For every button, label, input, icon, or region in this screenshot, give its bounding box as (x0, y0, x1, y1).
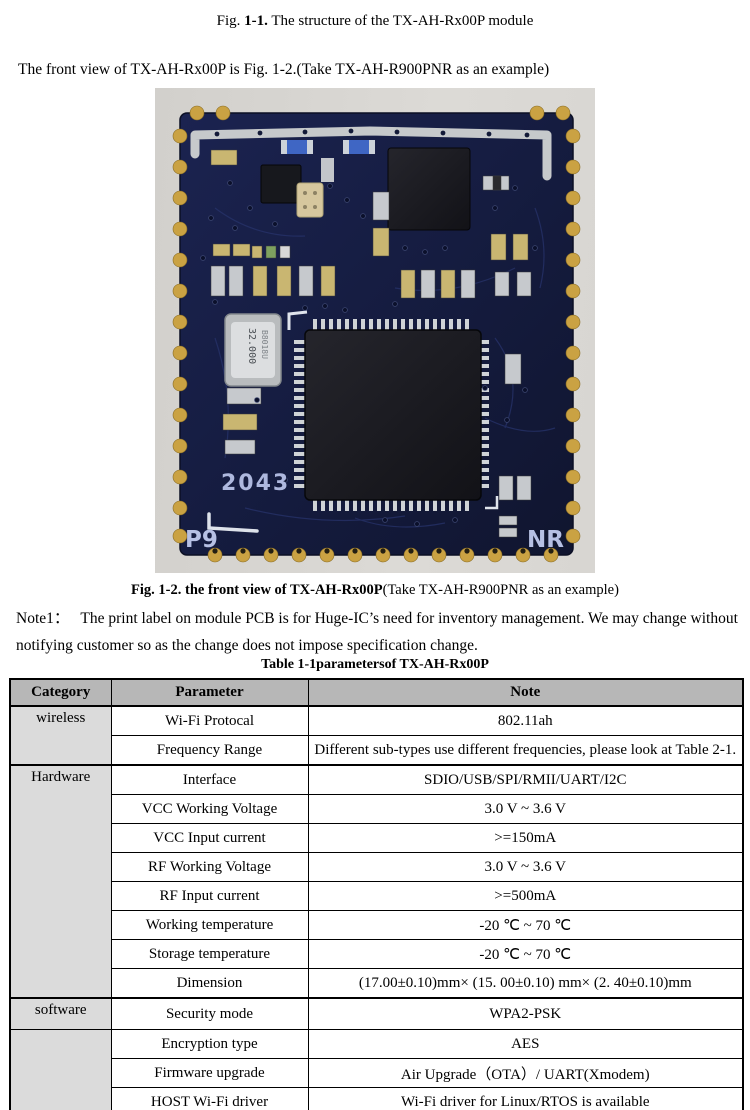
note-cell: -20 ℃ ~ 70 ℃ (307, 910, 744, 940)
header-category: Category (9, 678, 112, 707)
parameter-cell: Dimension (110, 968, 309, 999)
castellation-pads-top (189, 105, 571, 121)
smd-passives (210, 149, 532, 538)
note-paragraph: Note1：The print label on module PCB is f… (16, 606, 738, 659)
silkscreen-bracket (207, 512, 259, 533)
table-row: software Security mode WPA2-PSK (9, 997, 744, 1030)
fig1-caption: Fig. 1-1. The structure of the TX-AH-Rx0… (0, 13, 750, 30)
parameter-cell: Frequency Range (110, 735, 309, 766)
fig1-caption-post: The structure of the TX-AH-Rx00P module (267, 13, 534, 29)
beige-component (296, 182, 324, 218)
silkscreen-nr-label: NR (527, 527, 564, 553)
note-cell: 802.11ah (307, 705, 744, 736)
note-cell: (17.00±0.10)mm× (15. 00±0.10) mm× (2. 40… (307, 968, 744, 999)
header-note: Note (307, 678, 744, 707)
crystal-label: 32.000 (246, 328, 257, 364)
parameter-cell: Firmware upgrade (110, 1058, 309, 1088)
table-row: RF Input current >=500mA (10, 881, 744, 911)
note-cell: 3.0 V ~ 3.6 V (307, 794, 744, 824)
castellation-pads-right (565, 128, 581, 544)
category-cell-empty (9, 1029, 112, 1110)
fig1-caption-pre: Fig. (216, 13, 245, 29)
table-row: Frequency Range Different sub-types use … (10, 735, 744, 766)
table-row: VCC Input current >=150mA (10, 823, 744, 853)
parameter-cell: Working temperature (110, 910, 309, 940)
castellation-pads-bottom (207, 547, 559, 563)
silkscreen-date-label: 2043 (221, 471, 290, 496)
parameter-cell: VCC Working Voltage (110, 794, 309, 824)
intro-text: The front view of TX-AH-Rx00P is Fig. 1-… (18, 61, 550, 78)
note-cell: SDIO/USB/SPI/RMII/UART/I2C (307, 764, 744, 795)
silkscreen-p9-label: P9 (185, 527, 218, 553)
note-cell: 3.0 V ~ 3.6 V (307, 852, 744, 882)
table-caption: Table 1-1parametersof TX-AH-Rx00P (261, 657, 489, 672)
table-row: Storage temperature -20 ℃ ~ 70 ℃ (10, 939, 744, 969)
parameter-cell: VCC Input current (110, 823, 309, 853)
note-cell: Different sub-types use different freque… (307, 735, 744, 766)
table-row: Firmware upgrade Air Upgrade（OTA）/ UART(… (10, 1058, 744, 1088)
table-row: HOST Wi-Fi driver Wi-Fi driver for Linux… (10, 1087, 744, 1110)
table-row: Working temperature -20 ℃ ~ 70 ℃ (10, 910, 744, 940)
parameter-cell: Wi-Fi Protocal (110, 705, 309, 736)
category-cell-wireless: wireless (9, 705, 112, 766)
note-cell: -20 ℃ ~ 70 ℃ (307, 939, 744, 969)
table-row: wireless Wi-Fi Protocal 802.11ah (9, 705, 744, 766)
parameter-cell: RF Input current (110, 881, 309, 911)
table-row: VCC Working Voltage 3.0 V ~ 3.6 V (10, 794, 744, 824)
fig2-caption: Fig. 1-2. the front view of TX-AH-Rx00P(… (0, 582, 750, 599)
table-row: RF Working Voltage 3.0 V ~ 3.6 V (10, 852, 744, 882)
note-prefix: Note1： (16, 610, 70, 627)
note-cell: >=500mA (307, 881, 744, 911)
parameter-cell: RF Working Voltage (110, 852, 309, 882)
parameter-cell: Interface (110, 764, 309, 795)
fig2-caption-bold: Fig. 1-2. the front view of TX-AH-Rx00P (131, 582, 383, 598)
parameter-cell: Encryption type (110, 1029, 309, 1059)
castellation-holes (212, 548, 554, 554)
table-row: Dimension (17.00±0.10)mm× (15. 00±0.10) … (10, 968, 744, 999)
flash-ic (387, 147, 471, 231)
note-cell: AES (307, 1029, 744, 1059)
note-cell: WPA2-PSK (307, 997, 744, 1030)
note-cell: >=150mA (307, 823, 744, 853)
parameter-cell: Storage temperature (110, 939, 309, 969)
table-header-row: Category Parameter Note (9, 678, 744, 707)
parameter-cell: Security mode (110, 997, 309, 1030)
fig2-caption-normal: (Take TX-AH-R900PNR as an example) (382, 582, 619, 598)
note-cell: Air Upgrade（OTA）/ UART(Xmodem) (307, 1058, 744, 1088)
fig1-caption-num: 1-1. (244, 13, 268, 29)
vias (200, 180, 538, 527)
crystal-sublabel: B8018U (260, 330, 269, 359)
main-chip (287, 310, 499, 511)
parameters-table: Category Parameter Note wireless Wi-Fi P… (9, 678, 744, 1110)
header-parameter: Parameter (110, 678, 309, 707)
parameter-cell: HOST Wi-Fi driver (110, 1087, 309, 1110)
pcb-photo: 32.000 B8018U 2043 (155, 88, 595, 573)
castellation-pads-left (172, 128, 188, 544)
pcb-photo-art: 32.000 B8018U 2043 (172, 105, 581, 563)
note-body: The print label on module PCB is for Hug… (16, 610, 738, 654)
note-cell: Wi-Fi driver for Linux/RTOS is available (307, 1087, 744, 1110)
table-row: Hardware Interface SDIO/USB/SPI/RMII/UAR… (9, 764, 744, 999)
small-ic (260, 164, 302, 204)
antenna-trace (190, 126, 552, 181)
blue-capacitors (281, 140, 375, 182)
crystal-oscillator: 32.000 B8018U (224, 313, 282, 387)
table-row: Encryption type AES (9, 1029, 744, 1110)
category-cell-hardware: Hardware (9, 764, 112, 999)
antenna-trace-holes (214, 128, 530, 138)
category-cell-software: software (9, 997, 112, 1030)
